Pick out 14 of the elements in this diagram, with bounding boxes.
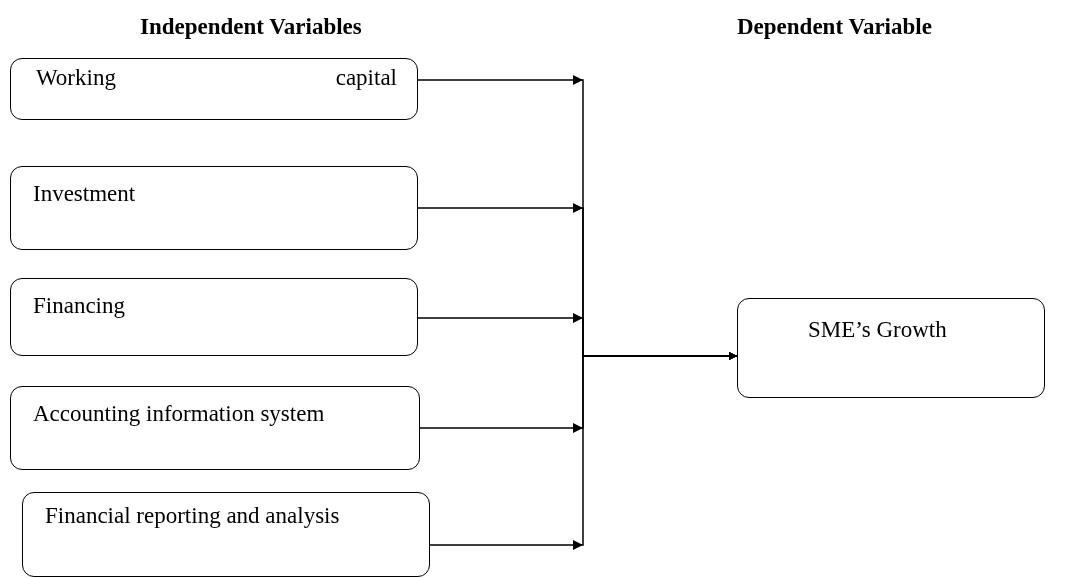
box-label: Working capital xyxy=(36,65,397,92)
box-label: Financing xyxy=(33,293,125,320)
rounded-box xyxy=(737,298,1045,398)
rounded-box xyxy=(22,492,430,577)
rounded-box xyxy=(10,278,418,356)
box-label: Financial reporting and analysis xyxy=(45,503,340,530)
box-label: Investment xyxy=(33,181,136,208)
rounded-box xyxy=(10,166,418,250)
column-heading: Dependent Variable xyxy=(737,14,932,40)
box-label: Accounting information system xyxy=(33,401,325,428)
column-heading: Independent Variables xyxy=(140,14,362,40)
rounded-box xyxy=(10,386,420,470)
box-label: SME’s Growth xyxy=(808,317,947,344)
rounded-box xyxy=(10,58,418,120)
